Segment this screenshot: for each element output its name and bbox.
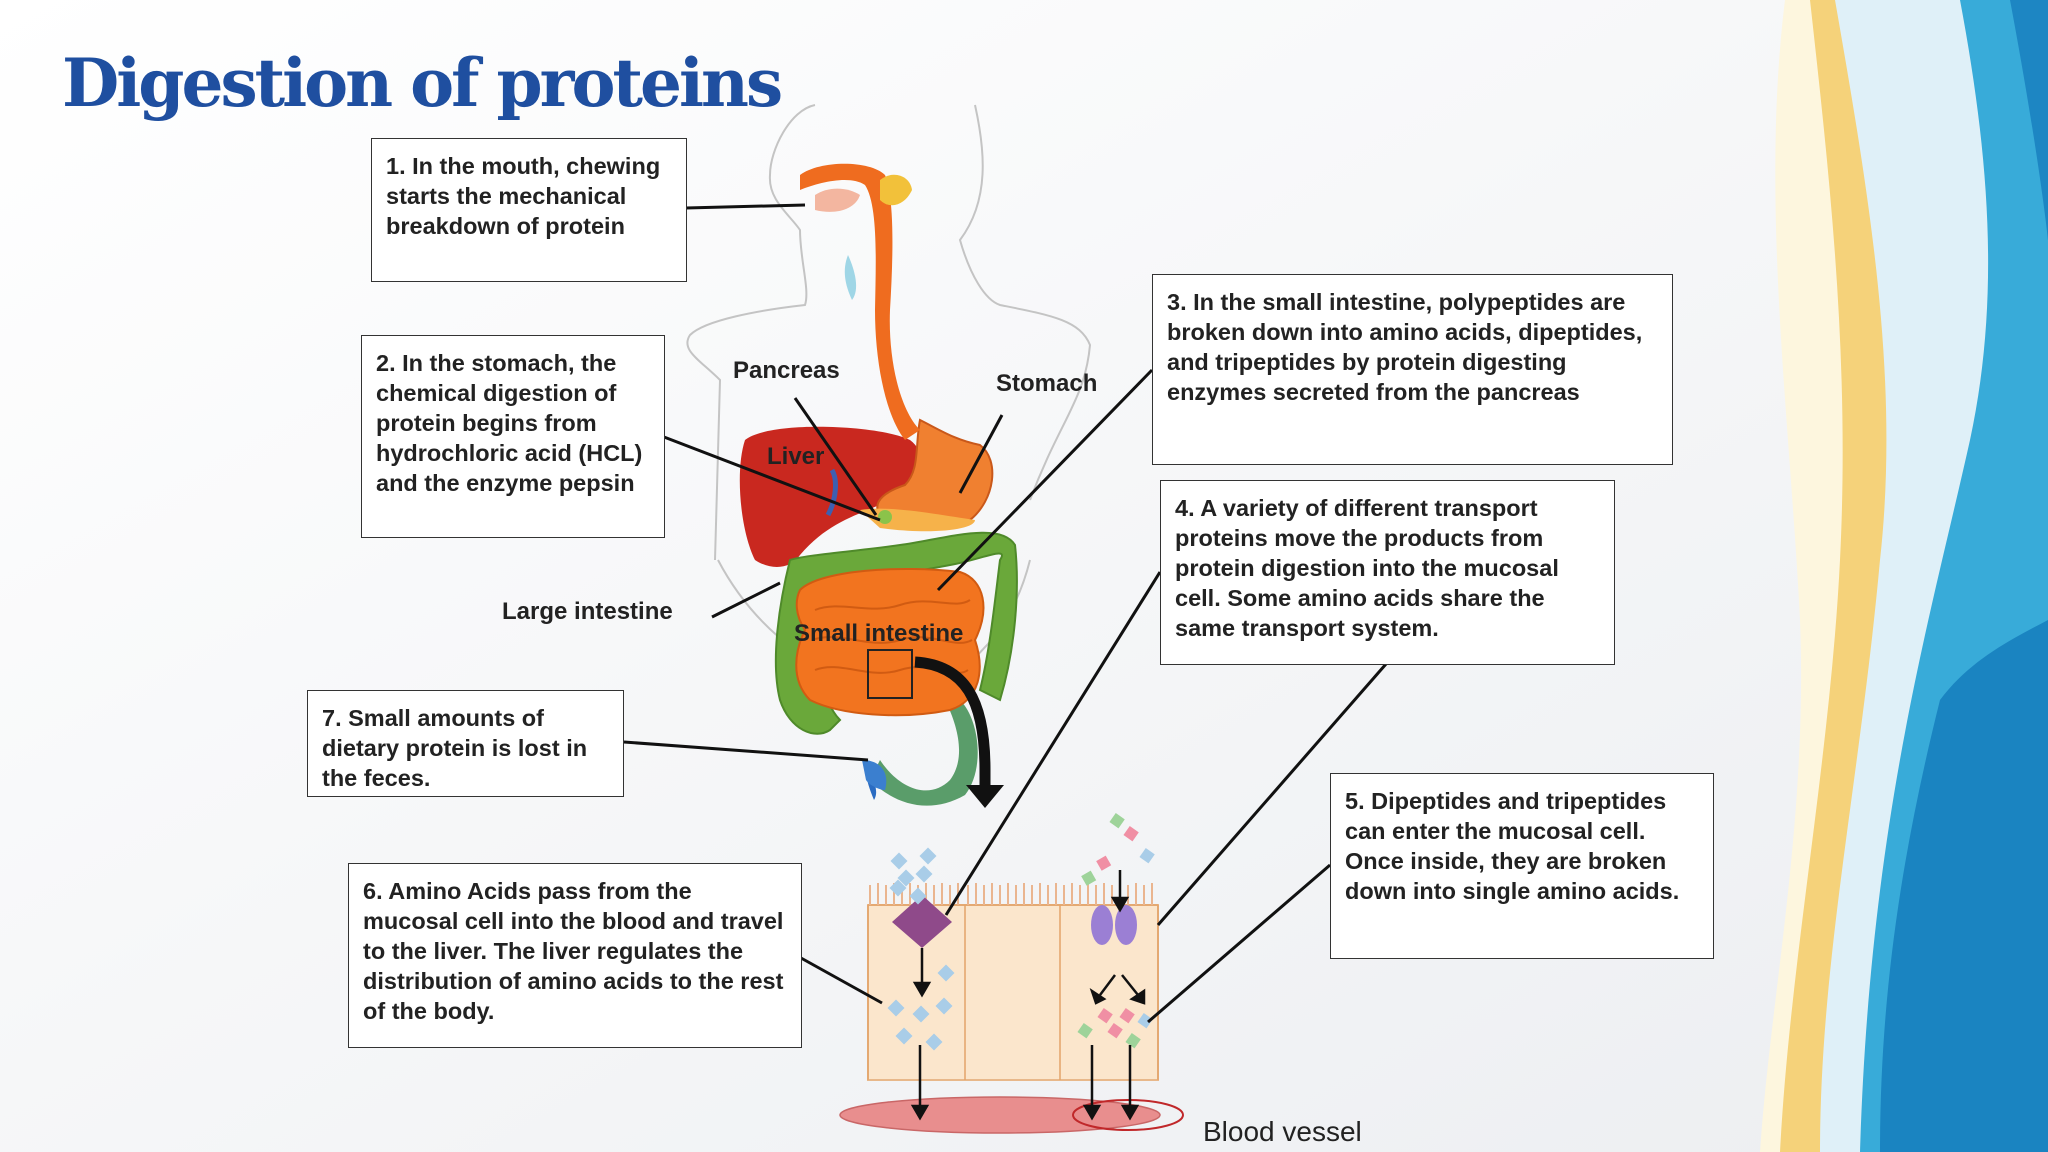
step-2-box: 2. In the stomach, the chemical digestio… — [361, 335, 665, 538]
liver-label: Liver — [767, 443, 825, 470]
peptide-transporter-left — [1091, 905, 1113, 945]
step-5-box: 5. Dipeptides and tripeptides can enter … — [1330, 773, 1714, 959]
step-4-box: 4. A variety of different transport prot… — [1160, 480, 1615, 665]
decorative-wave — [1760, 0, 2048, 1152]
pancreas-label: Pancreas — [733, 357, 840, 384]
step-3-box: 3. In the small intestine, polypeptides … — [1152, 274, 1673, 465]
zoom-arrow — [914, 656, 991, 790]
gallbladder-shape — [878, 510, 892, 524]
step-1-text: 1. In the mouth, chewing starts the mech… — [386, 153, 661, 239]
trachea-shape — [844, 255, 857, 300]
colon-shape — [870, 700, 978, 806]
small-intestine-label: Small intestine — [794, 620, 964, 647]
salivary-gland-shape — [880, 174, 912, 206]
blood-vessel-label: Blood vessel — [1203, 1116, 1362, 1147]
step-4-text: 4. A variety of different transport prot… — [1175, 495, 1559, 641]
liver-shape — [739, 426, 922, 567]
step-2-text: 2. In the stomach, the chemical digestio… — [376, 350, 643, 496]
zoom-square — [867, 649, 913, 699]
step-6-box: 6. Amino Acids pass from the mucosal cel… — [348, 863, 802, 1048]
step-5-text: 5. Dipeptides and tripeptides can enter … — [1345, 788, 1680, 904]
large-intestine-label: Large intestine — [502, 598, 673, 625]
step-7-box: 7. Small amounts of dietary protein is l… — [307, 690, 624, 797]
step-3-text: 3. In the small intestine, polypeptides … — [1167, 289, 1643, 405]
amino-acid-molecules — [887, 847, 955, 1051]
page-title: Digestion of proteins — [62, 44, 783, 122]
bile-duct-shape — [825, 468, 838, 517]
leader-lines — [623, 203, 1388, 1024]
stomach-label: Stomach — [996, 370, 1098, 397]
blood-vessel-shape — [839, 1096, 1161, 1134]
amino-acid-transporter — [892, 895, 952, 948]
transport-arrows — [910, 870, 1146, 1121]
step-7-text: 7. Small amounts of dietary protein is l… — [322, 705, 588, 791]
mouth-shape — [815, 188, 860, 212]
step-6-text: 6. Amino Acids pass from the mucosal cel… — [363, 878, 784, 1024]
peptide-molecules — [1077, 813, 1155, 1049]
esophagus-shape — [800, 163, 920, 440]
peptide-transporter-right — [1115, 905, 1137, 945]
step-1-box: 1. In the mouth, chewing starts the mech… — [371, 138, 687, 282]
